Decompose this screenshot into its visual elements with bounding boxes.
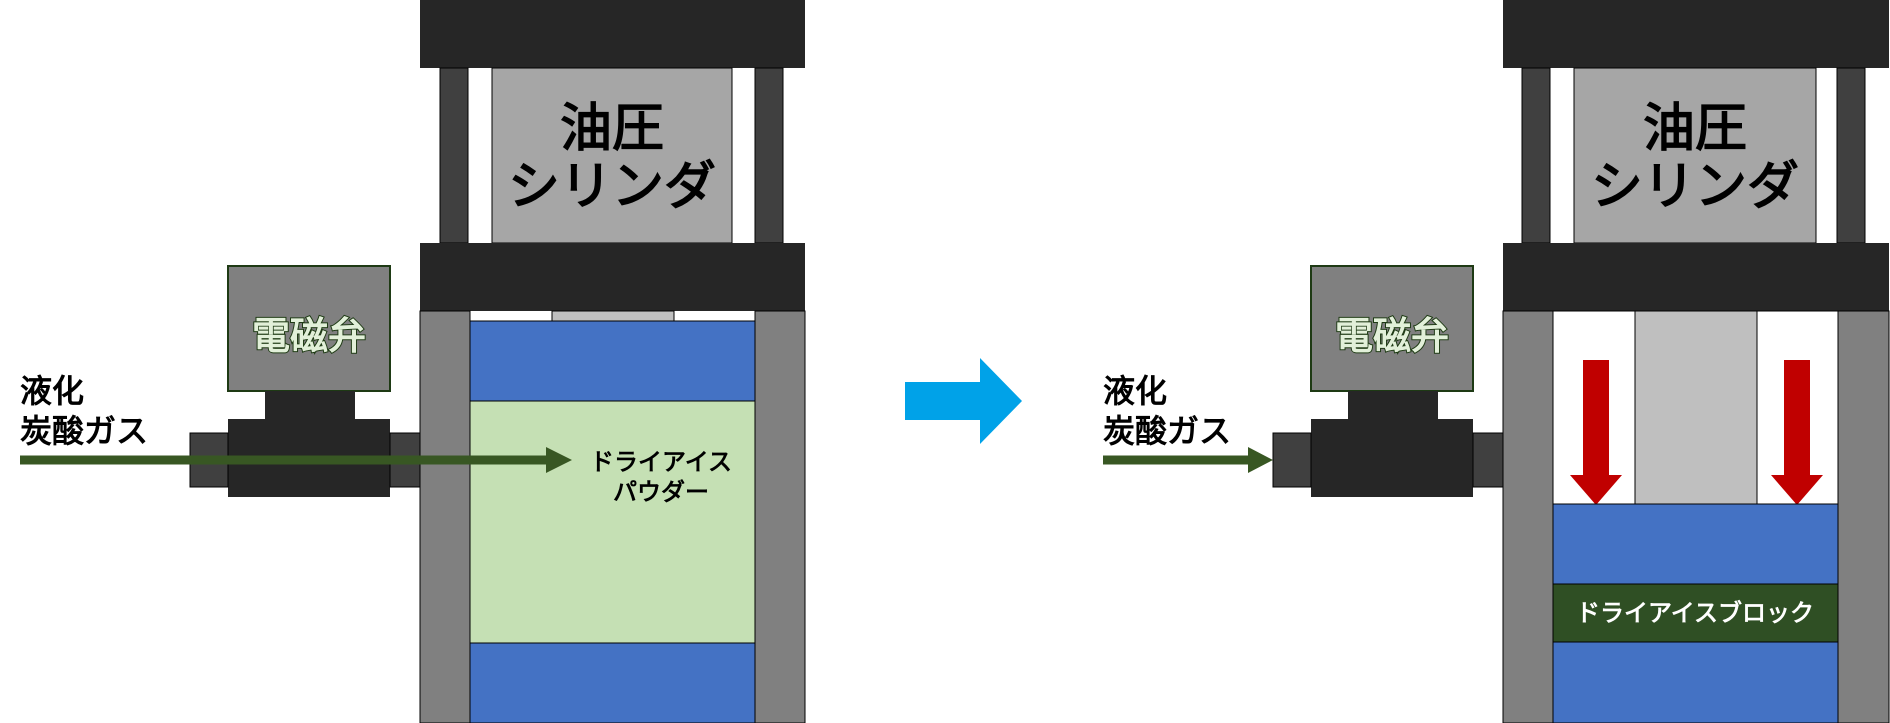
left-gas-label-line2: 炭酸ガス [20,412,148,450]
right-middle-plate [1503,243,1889,311]
left-piston-tip [551,310,675,322]
left-gas-flow-arrowhead [546,447,572,473]
left-cylinder-label-line2: シリンダ [508,157,716,217]
right-panel: 油圧 シリンダ ドライアイスブロック 電磁弁 液化 炭酸ガス [1103,0,1890,723]
left-valve-neck [265,391,355,419]
right-dry-ice-block [1552,583,1839,643]
left-powder-label-line2: パウダー [613,478,709,506]
right-upper-mold [1552,503,1839,585]
right-guide-column-left [1521,67,1551,244]
right-valve-neck [1348,391,1438,419]
right-top-plate [1503,0,1889,68]
left-powder-label-line1: ドライアイス [590,448,732,476]
left-guide-column-left [439,67,469,244]
right-lower-mold [1552,641,1839,723]
right-press-arrow-right [1771,360,1823,505]
right-valve-outlet-port [1472,432,1504,488]
left-valve-housing [227,265,391,392]
right-gas-label-line2: 炭酸ガス [1103,412,1231,450]
right-guide-column-right [1836,67,1866,244]
left-upper-mold [469,320,756,402]
left-middle-plate [420,243,805,311]
left-chamber-wall-left [419,310,471,723]
left-gas-label-line1: 液化 [20,372,84,410]
right-cylinder-label-line1: 油圧 [1643,99,1747,159]
right-valve-inlet-port [1272,432,1312,488]
left-guide-column-right [754,67,784,244]
left-chamber-wall-right [754,310,806,723]
left-powder-chamber [469,400,756,644]
left-top-plate [420,0,805,68]
right-valve-housing [1310,265,1474,392]
left-valve-label: 電磁弁 [252,314,366,358]
right-block-label: ドライアイスブロック [1576,599,1814,627]
left-panel: 油圧 シリンダ ドライアイス パウダー 電磁弁 液化 炭酸ガス [20,0,806,723]
right-extended-piston [1634,310,1758,505]
right-gas-label-line1: 液化 [1103,372,1167,410]
transition-arrow [905,358,1022,444]
left-hydraulic-cylinder [491,67,733,244]
right-valve-label: 電磁弁 [1335,314,1449,358]
right-press-arrow-left [1570,360,1622,505]
right-chamber-wall-right [1837,310,1890,723]
right-gas-flow-arrowhead [1248,447,1273,473]
right-valve-body [1311,419,1473,497]
right-cylinder-label-line2: シリンダ [1591,157,1799,217]
right-chamber-wall-left [1502,310,1554,723]
right-hydraulic-cylinder [1573,67,1817,244]
left-lower-mold [469,642,756,723]
left-cylinder-label-line1: 油圧 [560,99,664,159]
